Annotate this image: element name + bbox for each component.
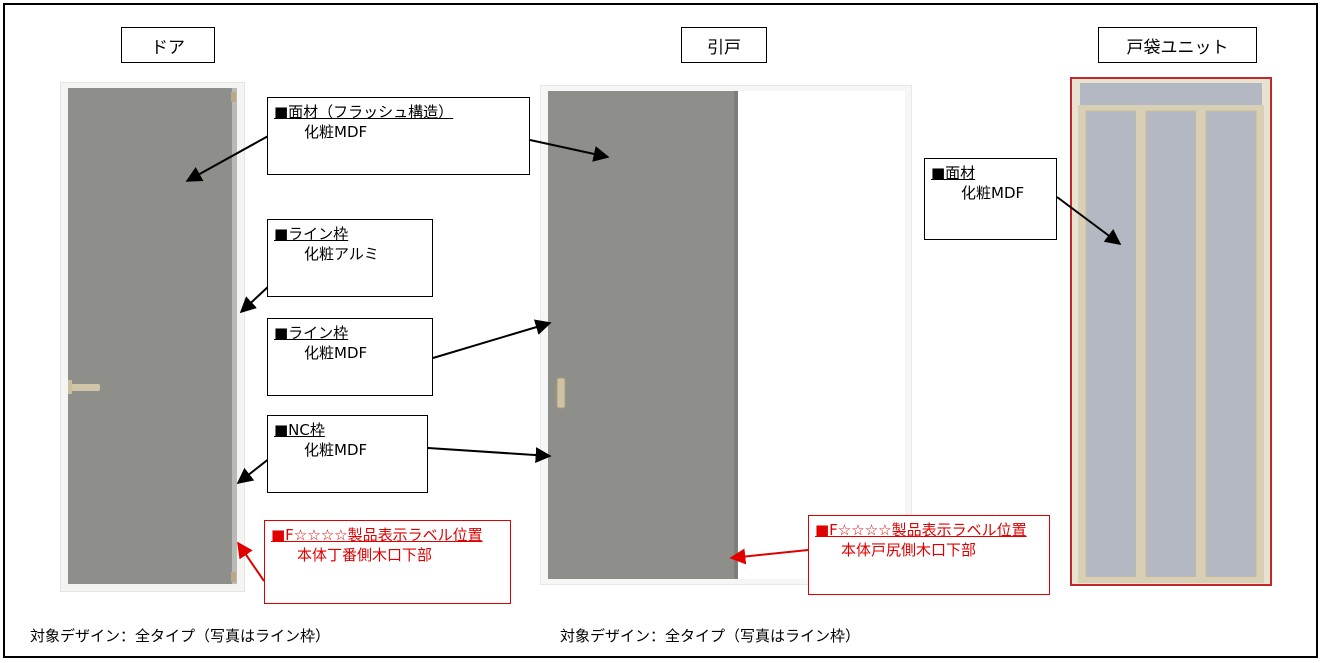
title-sliding-door: 引戸 bbox=[681, 27, 767, 63]
callout-face-material-heading: ■面材（フラッシュ構造） bbox=[274, 103, 454, 121]
callout-face-material-sub: 化粧MDF bbox=[304, 123, 368, 141]
arrow-face-sliding bbox=[529, 139, 610, 162]
callout-line-frame-alu-sub: 化粧アルミ bbox=[304, 245, 379, 263]
arrow-label-sliding bbox=[729, 548, 809, 565]
arrow-line-frame-alu bbox=[239, 284, 271, 314]
sliding-door-handle-icon bbox=[556, 377, 566, 409]
arrow-pocket-face bbox=[1056, 196, 1122, 245]
callout-line-frame-mdf-sub: 化粧MDF bbox=[304, 344, 368, 362]
arrow-nc-frame-door bbox=[236, 457, 271, 484]
callout-label-door: ■F☆☆☆☆製品表示ラベル位置 本体丁番側木口下部 bbox=[264, 520, 511, 604]
callout-pocket-face: ■面材 化粧MDF bbox=[924, 158, 1057, 240]
arrow-line-frame-mdf bbox=[432, 319, 552, 359]
callout-line-frame-alu-heading: ■ライン枠 bbox=[274, 225, 349, 243]
callout-nc-frame-heading: ■NC枠 bbox=[274, 421, 325, 439]
diagram-frame bbox=[3, 3, 1318, 658]
title-pocket-unit: 戸袋ユニット bbox=[1098, 27, 1257, 63]
callout-pocket-face-heading: ■面材 bbox=[931, 164, 976, 182]
callout-line-frame-mdf: ■ライン枠 化粧MDF bbox=[267, 318, 433, 396]
door-handle-icon bbox=[70, 384, 100, 391]
callout-line-frame-mdf-heading: ■ライン枠 bbox=[274, 324, 349, 342]
callout-pocket-face-sub: 化粧MDF bbox=[961, 184, 1025, 202]
callout-label-door-heading: ■F☆☆☆☆製品表示ラベル位置 bbox=[271, 526, 483, 544]
arrow-nc-frame-sliding bbox=[427, 447, 552, 464]
callout-face-material: ■面材（フラッシュ構造） 化粧MDF bbox=[267, 97, 530, 175]
note-sliding-target-design: 対象デザイン：全タイプ（写真はライン枠） bbox=[560, 627, 861, 645]
sliding-door-illustration bbox=[540, 85, 912, 585]
note-door-target-design: 対象デザイン：全タイプ（写真はライン枠） bbox=[30, 627, 331, 645]
callout-label-sliding: ■F☆☆☆☆製品表示ラベル位置 本体戸尻側木口下部 bbox=[808, 515, 1050, 595]
callout-label-sliding-sub: 本体戸尻側木口下部 bbox=[841, 541, 977, 559]
sliding-door-panel bbox=[548, 91, 735, 579]
title-door: ドア bbox=[121, 27, 215, 63]
callout-label-door-sub: 本体丁番側木口下部 bbox=[297, 546, 433, 564]
callout-label-sliding-heading: ■F☆☆☆☆製品表示ラベル位置 bbox=[815, 521, 1027, 539]
arrow-label-door bbox=[237, 541, 265, 582]
arrow-face-door bbox=[185, 134, 271, 182]
callout-line-frame-alu: ■ライン枠 化粧アルミ bbox=[267, 219, 433, 297]
callout-nc-frame: ■NC枠 化粧MDF bbox=[267, 415, 428, 493]
callout-nc-frame-sub: 化粧MDF bbox=[304, 441, 368, 459]
pocket-unit-illustration bbox=[1070, 77, 1272, 586]
